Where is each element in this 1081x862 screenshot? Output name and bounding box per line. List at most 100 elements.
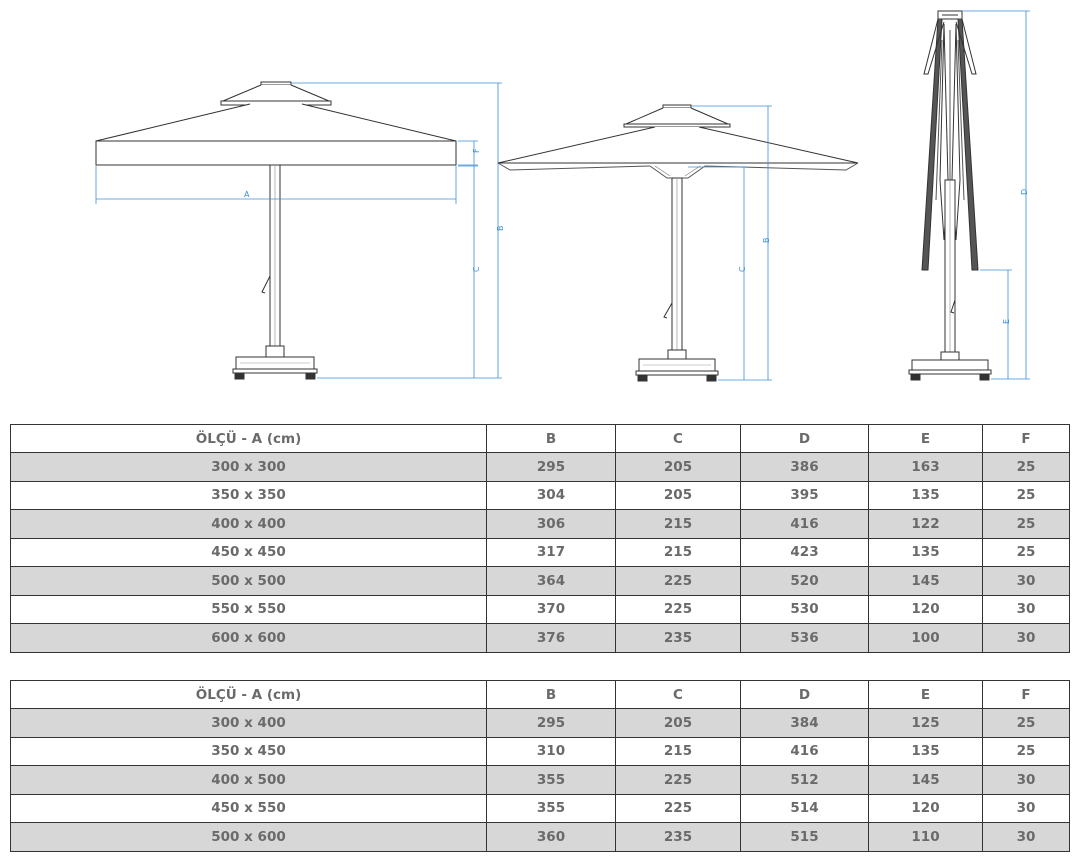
umbrella-technical-drawings: A B C F B C — [95, 10, 1030, 382]
cell-c: 225 — [615, 566, 741, 596]
cell-e: 110 — [868, 822, 983, 852]
front-view-dimensions — [95, 82, 502, 379]
cell-size: 400 x 400 — [10, 509, 487, 539]
cell-e: 125 — [868, 708, 983, 738]
table-row: 350 x 350 304 205 395 135 25 — [10, 480, 1070, 510]
table-row: 500 x 600 360 235 515 110 30 — [10, 822, 1070, 852]
cell-e: 135 — [868, 736, 983, 766]
column-header-f: F — [982, 680, 1070, 709]
cell-c: 215 — [615, 736, 741, 766]
column-header-size: ÖLÇÜ - A (cm) — [10, 680, 487, 709]
closed-view-drawing — [908, 10, 992, 381]
closed-view-dimensions — [962, 10, 1030, 380]
table-row: 400 x 500 355 225 512 145 30 — [10, 765, 1070, 795]
cell-d: 530 — [740, 594, 869, 624]
table-row: 500 x 500 364 225 520 145 30 — [10, 566, 1070, 596]
cell-f: 25 — [982, 480, 1070, 510]
table-header-row: ÖLÇÜ - A (cm) B C D E F — [10, 424, 1070, 453]
cell-c: 215 — [615, 537, 741, 567]
dimension-label-c: C — [472, 266, 481, 272]
angle-view-dimensions — [688, 105, 772, 381]
column-header-d: D — [740, 680, 869, 709]
cell-f: 30 — [982, 566, 1070, 596]
column-header-d: D — [740, 424, 869, 453]
cell-e: 145 — [868, 566, 983, 596]
cell-e: 120 — [868, 594, 983, 624]
cell-c: 235 — [615, 623, 741, 653]
cell-size: 500 x 500 — [10, 566, 487, 596]
cell-b: 304 — [486, 480, 616, 510]
cell-size: 600 x 600 — [10, 623, 487, 653]
cell-size: 450 x 550 — [10, 793, 487, 823]
cell-c: 205 — [615, 452, 741, 482]
cell-size: 350 x 450 — [10, 736, 487, 766]
size-table-square: ÖLÇÜ - A (cm) B C D E F 300 x 300 295 20… — [10, 424, 1070, 653]
cell-b: 364 — [486, 566, 616, 596]
cell-c: 215 — [615, 509, 741, 539]
cell-e: 145 — [868, 765, 983, 795]
cell-b: 370 — [486, 594, 616, 624]
dimension-label-b-angle: B — [762, 238, 771, 244]
dimension-label-c-angle: C — [738, 266, 747, 272]
cell-b: 355 — [486, 793, 616, 823]
table-header-row: ÖLÇÜ - A (cm) B C D E F — [10, 680, 1070, 709]
cell-d: 386 — [740, 452, 869, 482]
column-header-c: C — [615, 680, 741, 709]
column-header-size: ÖLÇÜ - A (cm) — [10, 424, 487, 453]
cell-size: 450 x 450 — [10, 537, 487, 567]
cell-f: 30 — [982, 594, 1070, 624]
dimension-label-e: E — [1002, 319, 1011, 324]
table-row: 400 x 400 306 215 416 122 25 — [10, 509, 1070, 539]
column-header-f: F — [982, 424, 1070, 453]
column-header-e: E — [868, 680, 983, 709]
cell-b: 306 — [486, 509, 616, 539]
column-header-b: B — [486, 680, 616, 709]
cell-f: 25 — [982, 452, 1070, 482]
dimension-label-d: D — [1020, 189, 1029, 195]
cell-e: 100 — [868, 623, 983, 653]
cell-d: 416 — [740, 509, 869, 539]
cell-e: 122 — [868, 509, 983, 539]
dimension-label-f: F — [472, 148, 481, 153]
dimension-label-b: B — [496, 226, 505, 232]
cell-b: 376 — [486, 623, 616, 653]
cell-e: 135 — [868, 537, 983, 567]
table-row: 300 x 400 295 205 384 125 25 — [10, 708, 1070, 738]
cell-f: 30 — [982, 822, 1070, 852]
cell-d: 423 — [740, 537, 869, 567]
cell-b: 317 — [486, 537, 616, 567]
cell-size: 300 x 400 — [10, 708, 487, 738]
cell-d: 520 — [740, 566, 869, 596]
table-row: 600 x 600 376 235 536 100 30 — [10, 623, 1070, 653]
dimension-label-a: A — [244, 190, 250, 199]
table-row: 450 x 450 317 215 423 135 25 — [10, 537, 1070, 567]
cell-f: 25 — [982, 537, 1070, 567]
cell-c: 235 — [615, 822, 741, 852]
cell-e: 163 — [868, 452, 983, 482]
cell-d: 384 — [740, 708, 869, 738]
cell-f: 30 — [982, 623, 1070, 653]
cell-b: 295 — [486, 452, 616, 482]
table-row: 350 x 450 310 215 416 135 25 — [10, 736, 1070, 766]
cell-f: 30 — [982, 793, 1070, 823]
cell-c: 205 — [615, 708, 741, 738]
cell-d: 514 — [740, 793, 869, 823]
cell-f: 30 — [982, 765, 1070, 795]
cell-d: 536 — [740, 623, 869, 653]
cell-b: 295 — [486, 708, 616, 738]
cell-f: 25 — [982, 736, 1070, 766]
cell-c: 225 — [615, 793, 741, 823]
column-header-b: B — [486, 424, 616, 453]
cell-d: 512 — [740, 765, 869, 795]
cell-e: 120 — [868, 793, 983, 823]
cell-size: 300 x 300 — [10, 452, 487, 482]
column-header-e: E — [868, 424, 983, 453]
cell-d: 515 — [740, 822, 869, 852]
front-view-drawing — [95, 81, 457, 380]
cell-c: 225 — [615, 765, 741, 795]
table-row: 300 x 300 295 205 386 163 25 — [10, 452, 1070, 482]
cell-d: 416 — [740, 736, 869, 766]
column-header-c: C — [615, 424, 741, 453]
cell-b: 310 — [486, 736, 616, 766]
cell-b: 360 — [486, 822, 616, 852]
